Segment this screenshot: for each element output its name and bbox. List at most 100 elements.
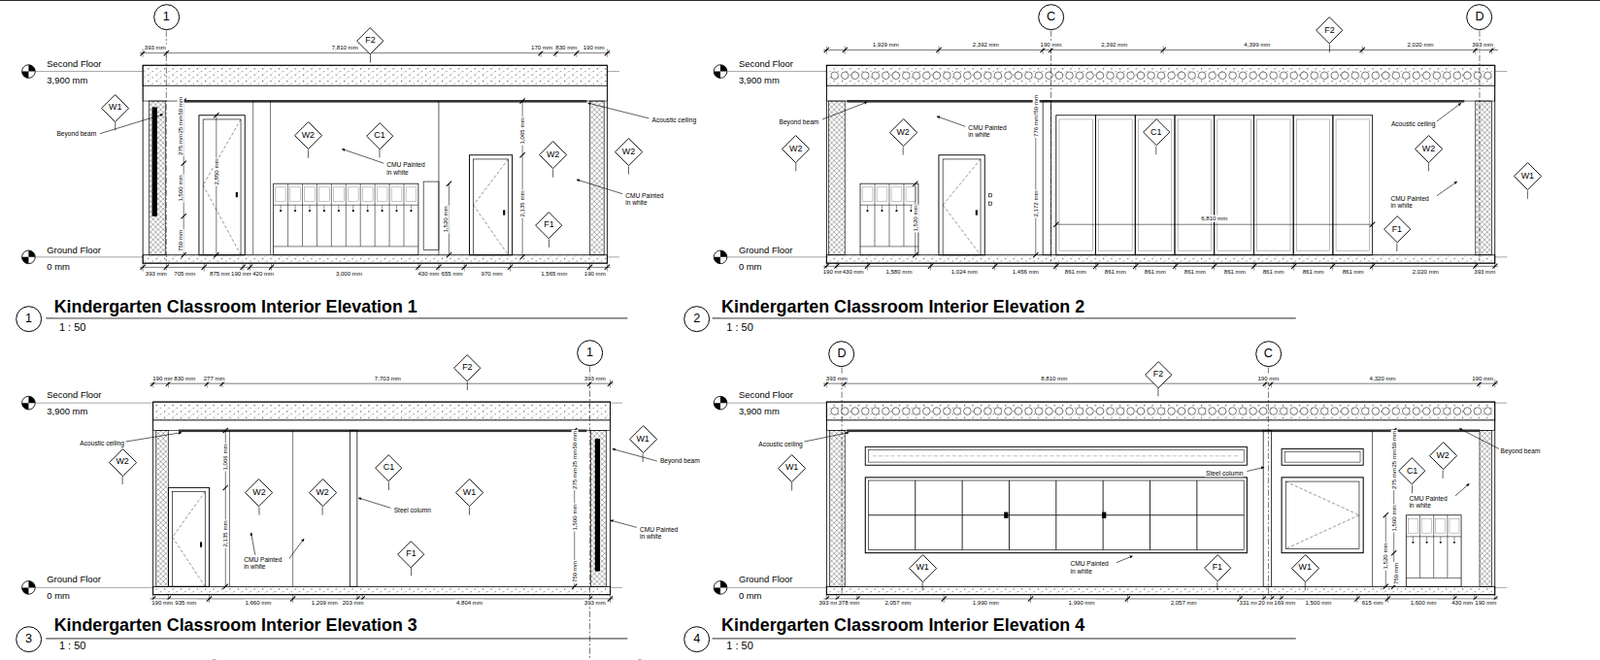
circle-outline <box>829 341 855 367</box>
coat-hook <box>366 209 369 212</box>
door-leaf <box>202 119 241 256</box>
folding-panel <box>1253 115 1294 256</box>
hollow-core <box>1433 71 1441 80</box>
folding-panel <box>1174 115 1215 256</box>
dimension-tick <box>166 381 171 387</box>
folding-panel <box>1293 115 1334 256</box>
wall-section <box>156 431 169 588</box>
level-symbol <box>28 396 35 403</box>
hollow-core <box>923 71 932 80</box>
grid-line <box>1267 366 1269 595</box>
dimension-text: 4,804 mm <box>455 600 484 607</box>
node-label: F2 <box>365 35 375 46</box>
tag-diamond: W2 <box>889 118 918 147</box>
diamond-outline <box>1399 458 1426 485</box>
hollow-core <box>871 407 880 416</box>
door-leaf <box>473 159 509 256</box>
coat-hook <box>881 204 883 209</box>
folding-panel-inner <box>1217 119 1251 252</box>
coat-hook <box>294 209 297 212</box>
hollow-core <box>1259 407 1267 416</box>
tag-diamond: W2 <box>108 448 137 477</box>
hollow-core <box>1453 407 1462 416</box>
hollow-core <box>1269 71 1278 80</box>
hollow-core <box>1331 407 1339 416</box>
dimension-text: 2,850 mm <box>212 157 220 186</box>
door-handle <box>975 209 978 215</box>
hollow-core <box>1157 407 1166 416</box>
dimension-tick <box>204 381 210 387</box>
scale-text: 1 : 50 <box>58 321 88 334</box>
diamond-outline <box>1513 163 1541 191</box>
hollow-core <box>1259 71 1267 80</box>
level-symbol <box>713 396 728 410</box>
dimension-tick <box>519 254 525 260</box>
dimension-tick <box>1040 47 1046 53</box>
coat-hook <box>280 204 282 209</box>
dimension-tick <box>462 265 467 270</box>
dimension-text: 615 mm <box>1361 600 1385 607</box>
dimension-text: 393 mm <box>144 269 168 277</box>
dimension-tick <box>571 584 577 590</box>
hollow-core <box>1249 71 1258 80</box>
dimension-text: 1,990 mm <box>971 600 1000 607</box>
window-swing <box>1285 515 1360 550</box>
tag-diamond: W2 <box>244 478 273 507</box>
hollow-core <box>1249 407 1258 416</box>
diamond-outline <box>778 454 806 482</box>
hollow-core <box>973 71 982 80</box>
hollow-core <box>1167 407 1176 416</box>
dimension-text: 861 mm <box>1103 267 1128 275</box>
coat-hook <box>381 204 383 209</box>
door-frame <box>938 155 985 256</box>
dimension-tick <box>1391 550 1397 556</box>
tag-leader <box>1527 190 1529 199</box>
locker-divider <box>316 183 318 247</box>
diamond-outline <box>308 479 336 507</box>
dimension-tick <box>435 265 441 270</box>
hollow-core <box>1147 71 1156 80</box>
hollow-core <box>1279 71 1288 80</box>
cubby <box>362 187 373 202</box>
dimension-text: 2,057 mm <box>1169 600 1199 607</box>
dimension-text: 2,135 mm <box>519 190 527 219</box>
level-label: Ground Floor <box>45 244 102 255</box>
wall-section <box>828 100 845 256</box>
steel-column <box>1263 431 1271 588</box>
coat-hook <box>896 204 898 209</box>
dimension-text: 1,990 mm <box>1067 600 1097 607</box>
hollow-core <box>1086 407 1095 416</box>
dimension-tick <box>1383 584 1389 590</box>
hollow-core <box>964 71 972 80</box>
hollow-core <box>912 71 921 80</box>
hollow-core <box>892 71 900 80</box>
leader-line <box>822 101 867 120</box>
ground-slab <box>826 586 1495 595</box>
coat-hook <box>308 204 310 209</box>
hollow-core <box>1290 407 1299 416</box>
dimension-text: 430 mm <box>841 267 866 275</box>
door-handle <box>200 541 202 547</box>
door-handle <box>235 192 238 198</box>
dimension-tick <box>1492 381 1498 387</box>
title-line <box>45 637 628 639</box>
node-label: W2 <box>252 488 266 499</box>
dimension-text: 1,660 mm <box>243 600 272 607</box>
node-label: W2 <box>896 128 909 138</box>
locker-divider <box>888 183 890 247</box>
dimension-tick <box>587 265 593 270</box>
diamond-outline <box>908 554 936 582</box>
diamond-outline <box>455 479 483 507</box>
tag-diamond: W1 <box>777 454 806 483</box>
dimension-tick <box>268 265 274 270</box>
scale-text: 1 : 50 <box>725 321 755 334</box>
hollow-core <box>840 71 849 80</box>
dimension-text: 430 mm <box>416 269 440 277</box>
node-label: C <box>1046 10 1056 25</box>
hollow-core <box>964 407 972 416</box>
dimension-text: 1,929 mm <box>871 41 900 49</box>
node-label: C <box>1264 347 1273 362</box>
grid-bubble: C <box>1037 3 1065 31</box>
hollow-core <box>1188 71 1197 80</box>
level-symbol <box>22 250 36 265</box>
